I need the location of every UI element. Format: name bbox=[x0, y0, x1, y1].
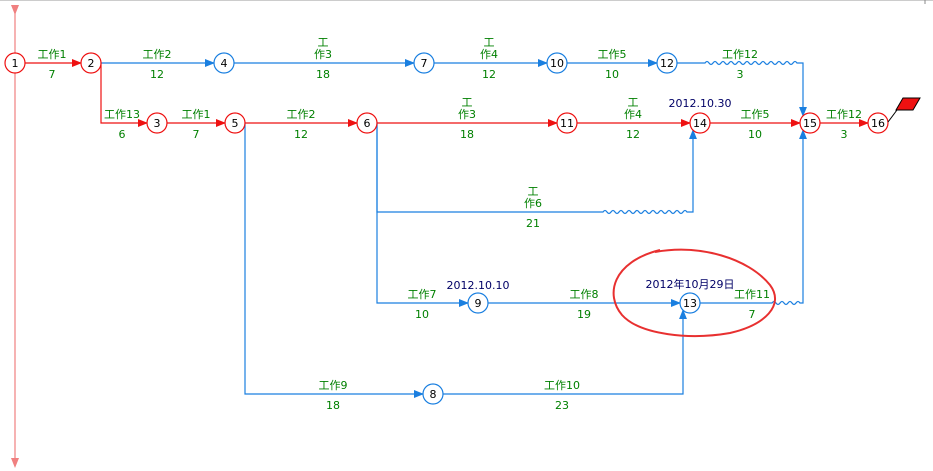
event-node-16[interactable]: 16 bbox=[867, 112, 889, 134]
activity-duration-label: 7 bbox=[49, 68, 56, 81]
event-node-5[interactable]: 5 bbox=[224, 112, 246, 134]
event-node-10[interactable]: 10 bbox=[546, 52, 568, 74]
finish-flag-icon bbox=[887, 97, 921, 123]
event-node-label: 1 bbox=[12, 57, 19, 70]
activity-duration-label: 12 bbox=[294, 128, 308, 141]
activity-duration-label: 6 bbox=[119, 128, 126, 141]
event-node-15[interactable]: 15 bbox=[799, 112, 821, 134]
event-node-2[interactable]: 2 bbox=[80, 52, 102, 74]
event-node-9[interactable]: 9 bbox=[467, 292, 489, 314]
activity-work-label: 工作10 bbox=[544, 379, 580, 392]
event-node-7[interactable]: 7 bbox=[413, 52, 435, 74]
activity-work-label: 工作4 bbox=[624, 96, 642, 121]
activity-work-label: 工作2 bbox=[143, 48, 172, 61]
event-node-label: 12 bbox=[660, 57, 674, 70]
event-node-label: 14 bbox=[693, 117, 707, 130]
event-node-label: 16 bbox=[871, 117, 885, 130]
event-node-11[interactable]: 11 bbox=[556, 112, 578, 134]
activity-arrow-a6 bbox=[677, 60, 807, 117]
event-node-label: 9 bbox=[475, 297, 482, 310]
label-layer: 工作1 7 工作2 12 工作3 18 工作4 12 工作5 10 工作12 3 工作13 6 工作1 7 工作… bbox=[38, 36, 863, 412]
activity-work-label: 工作4 bbox=[480, 36, 498, 61]
activity-arrow-a17 bbox=[700, 129, 807, 306]
activity-work-label: 工作2 bbox=[287, 108, 316, 121]
activity-arrow-a18 bbox=[235, 122, 424, 398]
event-node-label: 3 bbox=[154, 117, 161, 130]
activity-work-label: 工作1 bbox=[182, 108, 211, 121]
event-node-label: 13 bbox=[683, 297, 697, 310]
event-node-label: 4 bbox=[221, 57, 228, 70]
event-node-label: 11 bbox=[560, 117, 574, 130]
event-node-1[interactable]: 1 bbox=[4, 52, 26, 74]
event-node-label: 2 bbox=[88, 57, 95, 70]
activity-duration-label: 21 bbox=[526, 217, 540, 230]
activity-duration-label: 18 bbox=[316, 68, 330, 81]
date-label-node13: 2012年10月29日 bbox=[646, 277, 735, 291]
activity-work-label: 工作3 bbox=[458, 96, 476, 121]
activity-work-label: 工作5 bbox=[598, 48, 627, 61]
activity-work-label: 工作3 bbox=[314, 36, 332, 61]
activity-work-label: 工作8 bbox=[570, 288, 599, 301]
annotation-circle bbox=[612, 248, 776, 337]
event-node-label: 7 bbox=[421, 57, 428, 70]
activity-duration-label: 23 bbox=[555, 399, 569, 412]
activity-arrow-a15 bbox=[367, 122, 469, 307]
activity-work-label: 工作7 bbox=[408, 288, 437, 301]
event-node-label: 15 bbox=[803, 117, 817, 130]
activity-duration-label: 10 bbox=[415, 308, 429, 321]
activity-duration-label: 7 bbox=[193, 128, 200, 141]
event-node-13[interactable]: 13 bbox=[679, 292, 701, 314]
activity-work-label: 工作12 bbox=[826, 108, 862, 121]
event-node-label: 8 bbox=[430, 388, 437, 401]
activity-work-label: 工作5 bbox=[741, 108, 770, 121]
event-node-8[interactable]: 8 bbox=[422, 383, 444, 405]
activity-duration-label: 3 bbox=[841, 128, 848, 141]
activity-duration-label: 12 bbox=[482, 68, 496, 81]
event-node-label: 10 bbox=[550, 57, 564, 70]
activity-work-label: 工作11 bbox=[734, 288, 770, 301]
activity-duration-label: 10 bbox=[605, 68, 619, 81]
activity-duration-label: 7 bbox=[749, 308, 756, 321]
activity-duration-label: 18 bbox=[460, 128, 474, 141]
activity-duration-label: 18 bbox=[326, 399, 340, 412]
activity-duration-label: 12 bbox=[626, 128, 640, 141]
activity-duration-label: 19 bbox=[577, 308, 591, 321]
event-node-3[interactable]: 3 bbox=[146, 112, 168, 134]
event-node-14[interactable]: 14 bbox=[689, 112, 711, 134]
event-node-label: 6 bbox=[364, 117, 371, 130]
activity-arrow-a14 bbox=[367, 122, 697, 215]
activity-duration-label: 3 bbox=[737, 68, 744, 81]
activity-work-label: 工作13 bbox=[104, 108, 140, 121]
date-label-node9: 2012.10.10 bbox=[447, 279, 510, 292]
event-node-4[interactable]: 4 bbox=[213, 52, 235, 74]
event-node-6[interactable]: 6 bbox=[356, 112, 378, 134]
event-node-label: 5 bbox=[232, 117, 239, 130]
activity-work-label: 工作12 bbox=[722, 48, 758, 61]
activity-duration-label: 12 bbox=[150, 68, 164, 81]
activity-work-label: 工作9 bbox=[319, 379, 348, 392]
event-node-12[interactable]: 12 bbox=[656, 52, 678, 74]
activity-work-label: 工作1 bbox=[38, 48, 67, 61]
activity-arrow-a19 bbox=[443, 309, 687, 395]
date-label-node14: 2012.10.30 bbox=[669, 97, 732, 110]
activity-work-label: 工作6 bbox=[524, 185, 542, 210]
activity-duration-label: 10 bbox=[748, 128, 762, 141]
